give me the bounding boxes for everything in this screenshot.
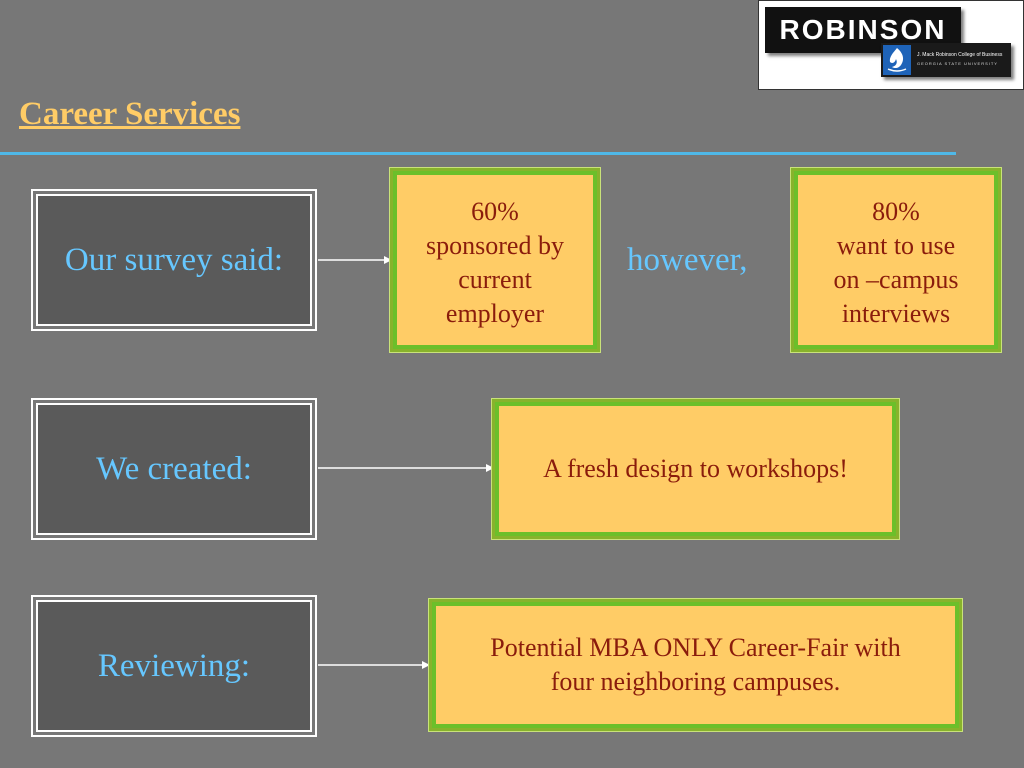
card-line: four neighboring campuses. — [550, 667, 841, 696]
card-line: on –campus — [833, 265, 959, 294]
card-careerfair: Potential MBA ONLY Career-Fair with four… — [428, 598, 963, 732]
arrow-right-icon — [318, 661, 430, 669]
label-created: We created: — [36, 403, 312, 535]
card-line: sponsored by — [426, 231, 564, 260]
logo-wordmark: ROBINSON — [765, 7, 961, 53]
label-reviewing: Reviewing: — [36, 600, 312, 732]
card-sponsored: 60% sponsored by current employer — [389, 167, 601, 353]
card-oncampus-text: 80% want to use on –campus interviews — [794, 171, 998, 349]
card-workshops-text: A fresh design to workshops! — [495, 402, 896, 536]
logo-college-name: J. Mack Robinson College of Business — [917, 52, 1003, 58]
card-line: A fresh design to workshops! — [543, 454, 848, 483]
card-line: 60% — [471, 197, 519, 226]
card-oncampus: 80% want to use on –campus interviews — [790, 167, 1002, 353]
flame-icon — [883, 45, 911, 75]
card-line: Potential MBA ONLY Career-Fair with — [490, 633, 901, 662]
card-careerfair-text: Potential MBA ONLY Career-Fair with four… — [432, 602, 959, 728]
card-line: want to use — [836, 231, 956, 260]
logo-subpanel: J. Mack Robinson College of Business GEO… — [881, 43, 1011, 77]
logo-university-name: GEORGIA STATE UNIVERSITY — [917, 61, 998, 66]
page-title: Career Services — [19, 96, 241, 132]
arrow-right-icon — [318, 256, 392, 264]
card-line: employer — [445, 299, 545, 328]
however-connector: however, — [627, 242, 748, 278]
label-box-survey: Our survey said: — [31, 189, 317, 331]
label-survey: Our survey said: — [36, 194, 312, 326]
card-workshops: A fresh design to workshops! — [491, 398, 900, 540]
card-sponsored-text: 60% sponsored by current employer — [393, 171, 597, 349]
title-divider — [0, 152, 956, 155]
card-line: current — [458, 265, 532, 294]
label-box-created: We created: — [31, 398, 317, 540]
label-box-reviewing: Reviewing: — [31, 595, 317, 737]
robinson-logo: ROBINSON J. Mack Robinson College of Bus… — [758, 0, 1024, 90]
card-line: 80% — [872, 197, 920, 226]
arrow-right-icon — [318, 464, 494, 472]
card-line: interviews — [841, 299, 951, 328]
